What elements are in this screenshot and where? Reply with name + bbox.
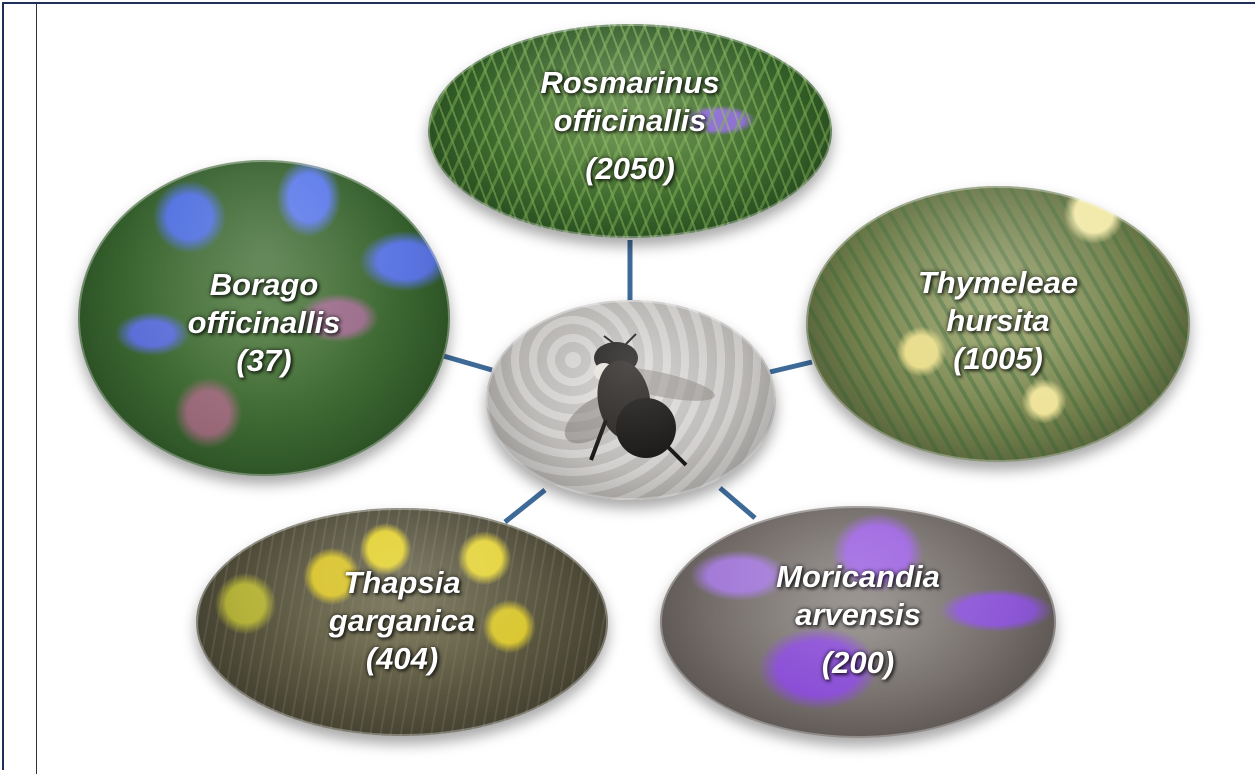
plant-name-rosmarinus-line1: Rosmarinus <box>428 64 832 102</box>
plant-count-moricandia: (200) <box>660 644 1056 682</box>
plant-name-thapsia-line2: garganica <box>196 602 608 640</box>
plant-name-thapsia-line1: Thapsia <box>196 564 608 602</box>
plant-node-thapsia: Thapsia garganica (404) <box>196 508 608 736</box>
plant-name-borago-line2: officinallis <box>78 304 450 342</box>
plant-node-rosmarinus: Rosmarinus officinallis (2050) <box>428 24 832 238</box>
plant-name-moricandia-line2: arvensis <box>660 596 1056 634</box>
plant-node-moricandia: Moricandia arvensis (200) <box>660 506 1056 738</box>
plant-label-thapsia: Thapsia garganica (404) <box>196 564 608 678</box>
plant-label-moricandia: Moricandia arvensis (200) <box>660 558 1056 682</box>
plant-count-rosmarinus: (2050) <box>428 150 832 188</box>
plant-name-moricandia-line1: Moricandia <box>660 558 1056 596</box>
plant-name-borago-line1: Borago <box>78 266 450 304</box>
center-bee-node <box>486 300 776 500</box>
plant-count-thapsia: (404) <box>196 640 608 678</box>
plant-node-borago: Borago officinallis (37) <box>78 160 450 476</box>
plant-label-borago: Borago officinallis (37) <box>78 266 450 380</box>
plant-name-rosmarinus-line2: officinallis <box>428 102 832 140</box>
plant-node-thymelaea: Thymeleae hursita (1005) <box>806 186 1190 462</box>
plant-name-thymelaea-line1: Thymeleae <box>806 264 1190 302</box>
plant-name-thymelaea-line2: hursita <box>806 302 1190 340</box>
plant-count-thymelaea: (1005) <box>806 340 1190 378</box>
plant-count-borago: (37) <box>78 342 450 380</box>
bee-icon <box>486 300 776 500</box>
plant-label-thymelaea: Thymeleae hursita (1005) <box>806 264 1190 378</box>
plant-label-rosmarinus: Rosmarinus officinallis (2050) <box>428 64 832 188</box>
